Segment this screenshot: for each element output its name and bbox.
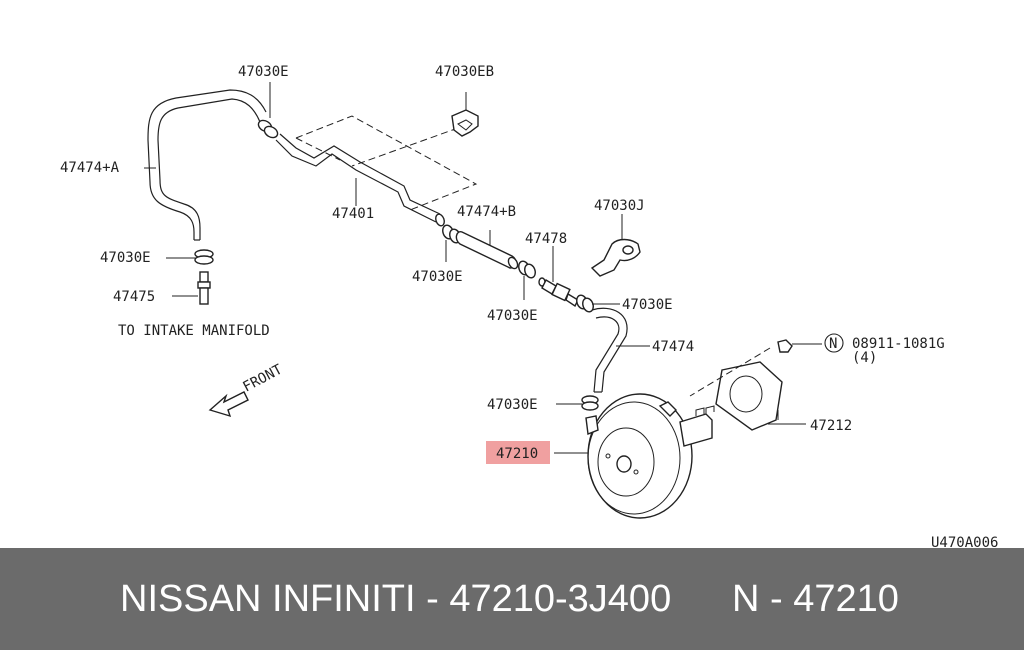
label-clamp-top: 47030E xyxy=(238,64,289,80)
footer-bar xyxy=(0,548,1024,650)
footer-part-code: N - 47210 xyxy=(732,578,899,620)
label-nut-code: 08911-1081G xyxy=(852,336,945,352)
clamp-booster xyxy=(581,395,599,411)
gasket-47212 xyxy=(715,361,806,431)
footer-title: NISSAN INFINITI - 47210-3J400 xyxy=(120,578,672,620)
label-connector-47475: 47475 xyxy=(113,289,155,305)
part-highlight xyxy=(486,441,550,464)
dashed-reference-box xyxy=(295,115,478,211)
check-valve-47478 xyxy=(538,246,579,308)
clip-47030eb xyxy=(451,92,479,137)
label-clip-47030j: 47030J xyxy=(594,198,645,214)
hose-47474 xyxy=(591,307,650,393)
clamp-valve xyxy=(518,260,536,279)
front-label: FRONT xyxy=(240,361,285,395)
parts-diagram: 47030E 47030EB 47474+A 47401 47474+B 470… xyxy=(60,64,998,548)
drawing-id: U470A006 xyxy=(931,535,998,548)
clip-47030j xyxy=(590,214,641,277)
label-booster-47210: 47210 xyxy=(496,446,538,462)
tube-47401 xyxy=(275,133,445,227)
nut-symbol-letter: N xyxy=(829,336,837,352)
label-tube-47401: 47401 xyxy=(332,206,374,222)
front-arrow xyxy=(208,391,249,418)
label-clamp-valve: 47030E xyxy=(487,308,538,324)
label-gasket-47212: 47212 xyxy=(810,418,852,434)
label-clamp-booster: 47030E xyxy=(487,397,538,413)
label-clamp-left: 47030E xyxy=(100,250,151,266)
label-clip-47030eb: 47030EB xyxy=(435,64,494,80)
brake-booster-47210 xyxy=(554,393,715,519)
label-clamp-mid: 47030E xyxy=(412,269,463,285)
connector-47475 xyxy=(194,249,214,305)
hose-47474-b xyxy=(455,230,519,270)
label-hose-47474-b: 47474+B xyxy=(457,204,516,220)
hose-47474-a xyxy=(147,89,267,241)
nut-08911 xyxy=(689,339,822,397)
nut-symbol-circle xyxy=(824,333,844,353)
leader-lines xyxy=(144,82,582,405)
label-hose-47474-a: 47474+A xyxy=(60,160,120,176)
label-clamp-right: 47030E xyxy=(622,297,673,313)
label-nut-qty: (4) xyxy=(852,350,877,366)
clamp-top xyxy=(257,119,279,139)
label-hose-47474: 47474 xyxy=(652,339,694,355)
clamp-right xyxy=(576,294,620,313)
manifold-note: TO INTAKE MANIFOLD xyxy=(118,323,270,339)
label-valve-47478: 47478 xyxy=(525,231,567,247)
